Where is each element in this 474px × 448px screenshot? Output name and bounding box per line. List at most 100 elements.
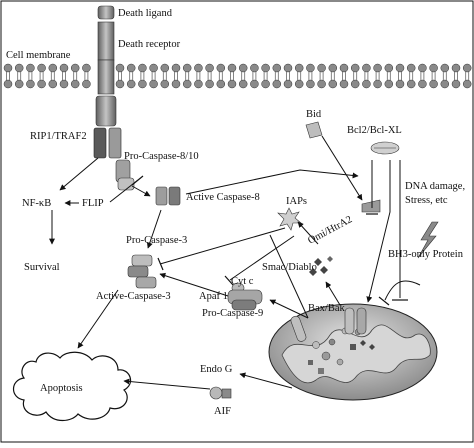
lipid-head bbox=[350, 79, 360, 89]
lipid-tail bbox=[73, 70, 78, 82]
lipid-head bbox=[440, 79, 450, 89]
lipid-head bbox=[261, 63, 270, 73]
label-smac-diablo: Smac/Diablo bbox=[262, 262, 317, 273]
lipid-head bbox=[160, 63, 170, 73]
lipid-head bbox=[440, 63, 450, 73]
lipid-head bbox=[294, 79, 304, 89]
label-pro-caspase-9: Pro-Caspase-9 bbox=[202, 308, 263, 319]
bcl2-shape bbox=[370, 141, 400, 155]
lipid-tail bbox=[398, 70, 402, 82]
lipid-tail bbox=[442, 70, 447, 82]
lipid-head bbox=[227, 63, 237, 73]
lipid-head bbox=[406, 63, 416, 73]
lipid-tail bbox=[84, 70, 89, 82]
label-bax-bak: Bax/Bak bbox=[308, 303, 345, 314]
lipid-head bbox=[250, 79, 259, 89]
bid-shape bbox=[305, 121, 323, 139]
rip1-traf2-shape bbox=[93, 127, 107, 159]
label-nfkb: NF-κB bbox=[22, 198, 51, 209]
lipid-head bbox=[205, 79, 214, 89]
lipid-head bbox=[3, 79, 13, 89]
label-cell-membrane: Cell membrane bbox=[6, 50, 71, 61]
active-caspase-3-shape bbox=[127, 254, 157, 289]
lipid-head bbox=[70, 79, 80, 89]
endog-aif-shapes bbox=[209, 386, 232, 400]
label-survival: Survival bbox=[24, 262, 60, 273]
lipid-tail bbox=[207, 70, 212, 82]
receptor-death-domain-shape bbox=[95, 95, 117, 127]
lipid-head bbox=[451, 79, 461, 89]
lipid-head bbox=[26, 63, 35, 73]
lipid-tail bbox=[118, 70, 122, 82]
lipid-head bbox=[462, 79, 472, 89]
membrane-heads bbox=[3, 63, 472, 89]
lipid-head bbox=[250, 63, 259, 73]
lipid-head bbox=[328, 63, 338, 73]
lipid-head bbox=[59, 79, 69, 89]
lipid-tail bbox=[129, 70, 134, 82]
smac-omi-shapes bbox=[309, 256, 333, 276]
lipid-tail bbox=[342, 70, 346, 82]
lipid-head bbox=[238, 63, 248, 73]
lipid-tail bbox=[308, 70, 313, 82]
lipid-head bbox=[406, 79, 416, 89]
lipid-tail bbox=[196, 70, 201, 82]
label-active-caspase-8: Active Caspase-8 bbox=[186, 192, 260, 203]
label-bid: Bid bbox=[306, 109, 322, 120]
lipid-head bbox=[82, 63, 91, 73]
receptor-transmembrane-shape bbox=[97, 59, 115, 95]
lipid-head bbox=[3, 63, 13, 73]
lipid-head bbox=[429, 63, 438, 73]
lipid-head bbox=[429, 79, 438, 89]
label-aif: AIF bbox=[214, 406, 231, 417]
lipid-head bbox=[317, 63, 326, 73]
label-bcl2-bclxl: Bcl2/Bcl-XL bbox=[347, 125, 402, 136]
lipid-head bbox=[294, 63, 304, 73]
lipid-head bbox=[194, 63, 203, 73]
lipid-tail bbox=[218, 70, 223, 82]
label-active-caspase-3: Active-Caspase-3 bbox=[96, 291, 171, 302]
lipid-tail bbox=[465, 70, 470, 82]
lipid-head bbox=[395, 63, 405, 73]
lipid-head bbox=[272, 79, 282, 89]
lipid-head bbox=[306, 79, 315, 89]
lipid-head bbox=[126, 63, 136, 73]
tbid-shape bbox=[361, 199, 381, 213]
lipid-head bbox=[160, 79, 170, 89]
label-endo-g: Endo G bbox=[200, 364, 233, 375]
lipid-head bbox=[48, 63, 58, 73]
label-cyt-c: Cyt c bbox=[231, 276, 254, 287]
lipid-head bbox=[70, 63, 80, 73]
lipid-tail bbox=[230, 70, 234, 82]
death-receptor-complex bbox=[93, 5, 122, 159]
lipid-head bbox=[216, 63, 226, 73]
lipid-tail bbox=[319, 70, 324, 82]
lipid-head bbox=[82, 79, 91, 89]
lipid-head bbox=[373, 79, 382, 89]
apoptosis-cloud bbox=[12, 351, 132, 422]
label-death-receptor: Death receptor bbox=[118, 39, 181, 50]
lipid-head bbox=[418, 79, 427, 89]
label-omi-htra2: Omi/HtrA2 bbox=[306, 214, 354, 246]
lipid-tail bbox=[50, 70, 55, 82]
lipid-head bbox=[339, 79, 349, 89]
iaps-shape bbox=[277, 207, 302, 231]
lipid-tail bbox=[375, 70, 380, 82]
lipid-tail bbox=[330, 70, 335, 82]
lipid-tail bbox=[252, 70, 257, 82]
lipid-tail bbox=[174, 70, 178, 82]
lipid-tail bbox=[151, 70, 156, 82]
label-pro-caspase-8-10: Pro-Caspase-8/10 bbox=[124, 151, 199, 162]
lipid-tail bbox=[17, 70, 22, 82]
lipid-tail bbox=[286, 70, 290, 82]
lipid-head bbox=[205, 63, 214, 73]
lightning-icon bbox=[417, 221, 439, 259]
lipid-head bbox=[171, 63, 181, 73]
apoptosome-shape bbox=[227, 282, 263, 311]
lipid-head bbox=[182, 63, 192, 73]
lipid-head bbox=[149, 79, 158, 89]
lipid-head bbox=[26, 79, 35, 89]
label-apoptosis: Apoptosis bbox=[40, 383, 83, 394]
